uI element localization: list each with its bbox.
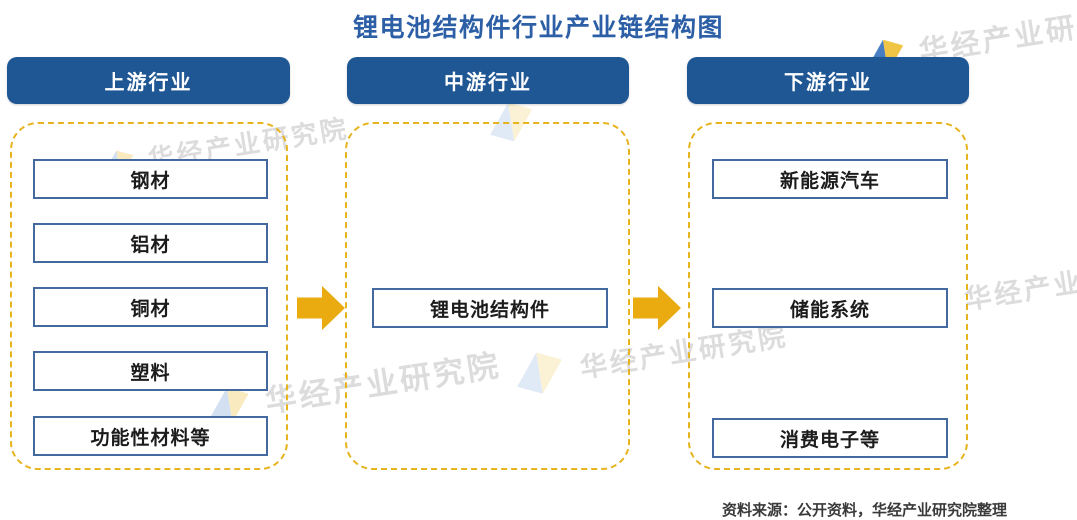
item-box-aluminum: 铝材 xyxy=(33,223,268,263)
item-box-copper: 铜材 xyxy=(33,287,268,327)
item-box-plastic: 塑料 xyxy=(33,351,268,391)
item-box-energy-storage: 储能系统 xyxy=(712,288,948,328)
right-arrow-icon xyxy=(297,285,345,331)
upstream-panel xyxy=(10,122,288,470)
page-title: 锂电池结构件行业产业链结构图 xyxy=(352,14,724,42)
header-downstream: 下游行业 xyxy=(687,57,969,104)
source-note: 资料来源：公开资料，华经产业研究院整理 xyxy=(722,502,1008,519)
item-box-functional-materials: 功能性材料等 xyxy=(33,416,268,456)
item-box-consumer-electronics: 消费电子等 xyxy=(712,418,948,458)
item-box-steel: 钢材 xyxy=(33,159,268,199)
midstream-panel xyxy=(345,122,630,470)
item-box-nev: 新能源汽车 xyxy=(712,159,948,199)
industry-chain-diagram: 华经产业研究院 华经产业研究院 华经产业研究院 华经产业研究院 华经产业研究院 … xyxy=(7,2,1077,519)
downstream-panel xyxy=(688,122,968,470)
watermark: 华经产业研究院 xyxy=(961,246,1077,317)
watermark-text: 华经产业研究院 xyxy=(962,252,1077,316)
header-upstream: 上游行业 xyxy=(7,57,290,104)
header-midstream: 中游行业 xyxy=(347,57,629,104)
item-box-battery-structural-parts: 锂电池结构件 xyxy=(372,288,608,328)
right-arrow-icon xyxy=(633,285,681,331)
